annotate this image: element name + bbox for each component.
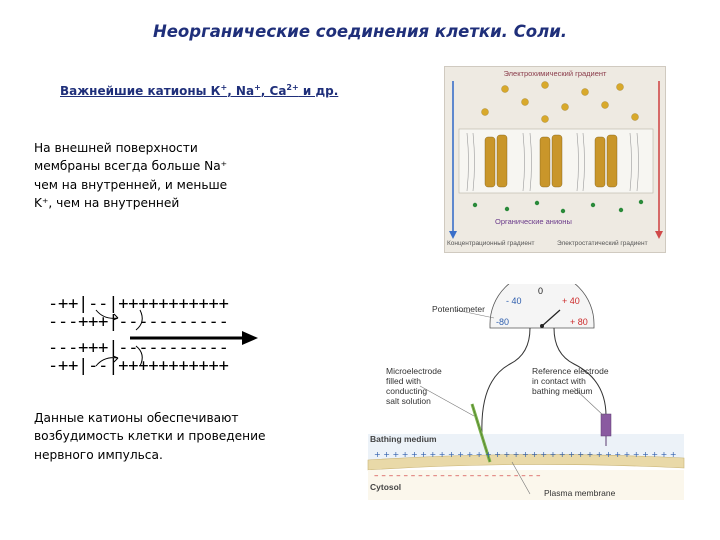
- paragraph-membrane-ions: На внешней поверхности мембраны всегда б…: [34, 141, 228, 211]
- microelectrode-label: Microelectrode filled with conducting sa…: [386, 366, 442, 406]
- charge-row-4: -++|--|+++++++++++: [48, 356, 229, 376]
- membrane-charge-diagram: -++|--|+++++++++++ ---+++|----------- --…: [48, 294, 270, 380]
- electrochemical-gradient-figure: Электрохимический градиент Органические …: [444, 66, 666, 253]
- subtitle-sup-k: +: [220, 83, 228, 92]
- slide-subtitle: Важнейшие катионы К+, Na+, Са2+ и др.: [60, 83, 338, 98]
- electrochemical-illustration: [449, 81, 663, 239]
- paragraph-cation-function: Данные катионы обеспечивают возбудимость…: [34, 411, 266, 462]
- electrostatic-gradient-label: Электростатический градиент: [557, 240, 648, 247]
- concentration-gradient-label: Концентрационный градиент: [447, 240, 535, 247]
- subtitle-sup-na: +: [254, 83, 261, 92]
- impulse-arrows: [95, 309, 258, 367]
- subtitle-mid-ca: , Са: [260, 84, 287, 98]
- svg-text:– – – – – – – – – –: – – – – – – – – – – – – – – – – – – – – …: [374, 471, 541, 481]
- reference-electrode-label: Reference electrode in contact with bath…: [532, 366, 609, 396]
- charge-row-1: -++|--|+++++++++++: [48, 294, 229, 314]
- potentiometer-illustration: + + + + + + + + + + + + + + + + + + + + …: [367, 284, 685, 500]
- subtitle-prefix: Важнейшие катионы К: [60, 84, 221, 98]
- slide-title: Неорганические соединения клетки. Соли.: [152, 22, 568, 41]
- subtitle-sup-ca: 2+: [286, 83, 299, 92]
- svg-text:+ + + + + + + + + + + + + + +: + + + + + + + + + + + + + + + + + + + + …: [374, 450, 677, 459]
- bathing-medium-label: Bathing medium: [370, 434, 437, 444]
- plasma-membrane-label: Plasma membrane: [544, 488, 616, 498]
- scale-pos-40: + 40: [562, 296, 580, 306]
- subtitle-mid-na: , Na: [227, 84, 255, 98]
- scale-neg-40: - 40: [506, 296, 522, 306]
- scale-pos-80: + 80: [570, 317, 588, 327]
- anions-label: Органические анионы: [495, 217, 572, 226]
- potentiometer-label: Potentiometer: [432, 304, 485, 314]
- scale-zero: 0: [538, 286, 544, 296]
- charge-row-2: ---+++|-----------: [48, 312, 229, 332]
- gradient-title: Электрохимический градиент: [503, 69, 607, 78]
- scale-neg-80: -80: [496, 317, 510, 327]
- potentiometer-figure: + + + + + + + + + + + + + + + + + + + + …: [360, 284, 690, 504]
- cytosol-label: Cytosol: [370, 482, 402, 492]
- subtitle-suffix: и др.: [298, 84, 339, 98]
